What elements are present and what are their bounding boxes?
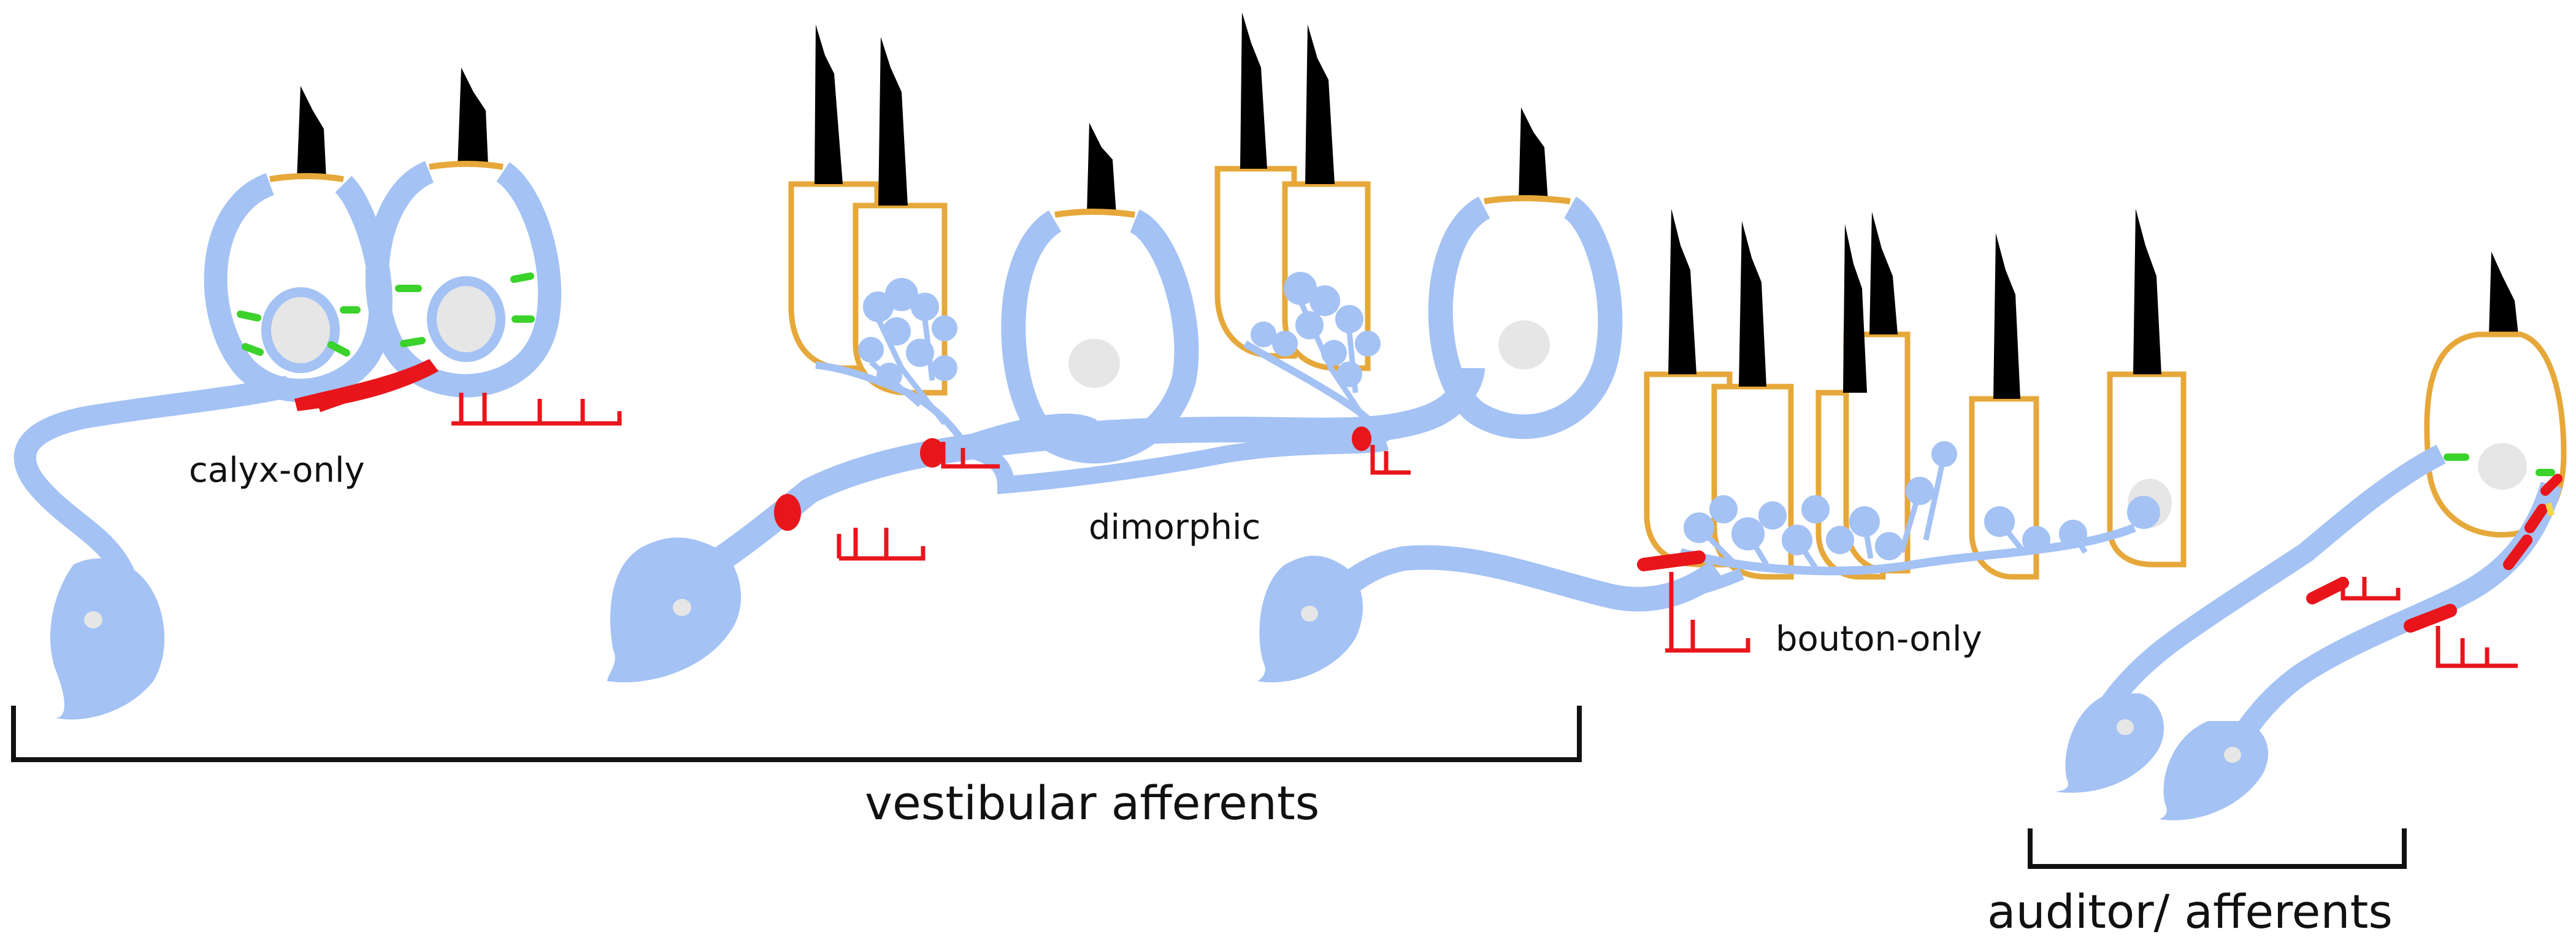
- ganglion-cell-body: [50, 558, 165, 720]
- efferent-fiber: [941, 442, 1000, 469]
- hair-bundle-icon: [1843, 224, 1867, 393]
- dimorphic-afferent: dimorphic: [607, 12, 1623, 682]
- dimorphic-label: dimorphic: [1089, 507, 1260, 547]
- ganglion-cell-body: [2055, 693, 2164, 793]
- calyx-only-label: calyx-only: [189, 450, 365, 490]
- inner-hair-cell: [2424, 331, 2567, 538]
- efferent-contact: [1637, 550, 1706, 571]
- type-ii-hair-cell: [1969, 396, 2039, 580]
- auditory-afferents-group: [2055, 252, 2567, 820]
- hair-bundle-icon: [1305, 25, 1335, 184]
- efferent-contact: [294, 359, 439, 412]
- calyx-terminal: [1428, 196, 1623, 439]
- efferent-fiber: [1370, 445, 1411, 475]
- hair-bundle-icon: [878, 37, 908, 206]
- type-ii-hair-cell: [1214, 166, 1297, 359]
- calyx-terminal: [1001, 209, 1199, 464]
- efferent-fiber: [837, 528, 926, 561]
- hair-bundle-icon: [297, 86, 326, 179]
- efferent-contact: [1352, 426, 1371, 451]
- hair-bundle-icon: [1087, 123, 1116, 215]
- bouton-only-afferent: bouton-only: [1257, 209, 2187, 682]
- efferent-contact: [920, 438, 945, 468]
- calyx-only-afferent: calyx-only: [13, 68, 622, 720]
- ganglion-cell-body: [2159, 721, 2269, 820]
- efferent-fiber: [1665, 572, 1750, 653]
- bouton-cluster: [1679, 441, 2160, 576]
- ribbon-synapses: [237, 272, 535, 357]
- hair-bundle-icon: [1993, 233, 2020, 399]
- hair-bundle-icon: [1869, 212, 1898, 334]
- hair-bundle-icon: [1519, 107, 1548, 201]
- vestibular-bracket: [11, 706, 1582, 762]
- hair-bundle-icon: [2489, 252, 2518, 334]
- bouton-cluster: [1243, 272, 1390, 444]
- efferent-fiber: [2436, 626, 2518, 668]
- efferent-contact: [2306, 474, 2563, 633]
- vestibular-afferents-label: vestibular afferents: [865, 776, 1319, 830]
- hair-bundle-icon: [1240, 12, 1267, 169]
- hair-bundle-icon: [815, 25, 843, 184]
- hair-bundle-icon: [1668, 209, 1696, 374]
- bouton-only-label: bouton-only: [1776, 619, 1982, 659]
- efferent-fiber: [451, 393, 622, 426]
- efferent-fiber: [2340, 577, 2401, 601]
- auditory-afferents-label: auditor/ afferents: [1987, 884, 2393, 939]
- calyx-terminal: [365, 161, 562, 398]
- bouton-cluster: [815, 278, 966, 444]
- hair-bundle-icon: [2133, 209, 2161, 374]
- efferent-contact: [774, 494, 801, 531]
- afferent-axon: [2088, 444, 2446, 729]
- hair-bundle-icon: [1739, 221, 1766, 387]
- hair-bundle-icon: [458, 68, 488, 167]
- auditory-bracket: [2028, 828, 2407, 869]
